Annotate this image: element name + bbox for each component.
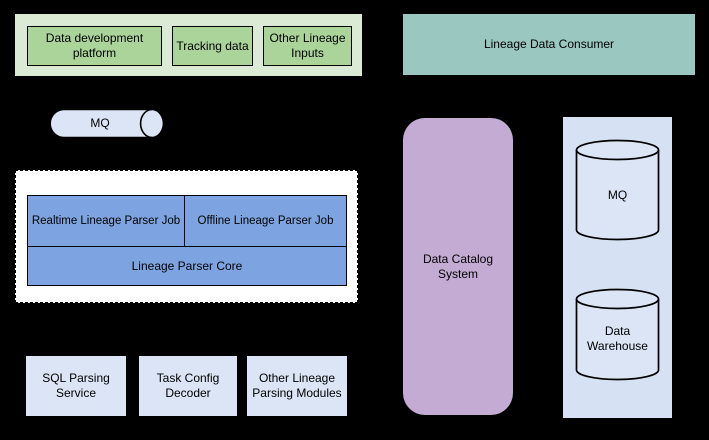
node-label: MQ	[90, 116, 110, 130]
node-label: Data development platform	[45, 31, 144, 60]
node-data-catalog-system: Data Catalog System	[403, 118, 513, 415]
node-label: Data Warehouse	[587, 324, 648, 353]
node-input-mq: MQ	[48, 108, 166, 139]
node-lineage-parser-core: Lineage Parser Core	[28, 246, 346, 285]
node-offline-lineage-parser-job: Offline Lineage Parser Job	[185, 196, 346, 246]
node-label: Lineage Parser Core	[131, 259, 243, 273]
node-other-lineage-inputs: Other Lineage Inputs	[263, 26, 352, 66]
storage-panel: MQ Data Warehouse	[563, 117, 672, 418]
node-other-lineage-parsing-modules: Other Lineage Parsing Modules	[247, 356, 347, 416]
node-label: Lineage Data Consumer	[483, 37, 615, 51]
node-sql-parsing-service: SQL Parsing Service	[26, 356, 126, 416]
lineage-parser-group: Realtime Lineage Parser Job Offline Line…	[15, 170, 358, 303]
database-cylinder-icon	[575, 139, 660, 241]
node-label: Data Catalog System	[422, 251, 494, 281]
lineage-inputs-panel: Data development platform Tracking data …	[15, 14, 362, 76]
parser-table: Realtime Lineage Parser Job Offline Line…	[27, 195, 347, 286]
database-cylinder-icon	[575, 288, 660, 381]
node-label: Offline Lineage Parser Job	[197, 215, 334, 227]
node-task-config-decoder: Task Config Decoder	[139, 356, 237, 416]
node-label: Realtime Lineage Parser Job	[31, 215, 181, 227]
node-label: Other Lineage Parsing Modules	[252, 371, 342, 400]
node-data-warehouse: Data Warehouse	[575, 288, 660, 381]
node-label: MQ	[607, 187, 628, 202]
pipe-cylinder-icon	[49, 108, 165, 139]
node-label: Other Lineage Inputs	[269, 31, 346, 60]
node-tracking-data: Tracking data	[172, 26, 253, 66]
parser-jobs-row: Realtime Lineage Parser Job Offline Line…	[28, 196, 346, 246]
node-lineage-data-consumer: Lineage Data Consumer	[403, 14, 695, 75]
node-label: SQL Parsing Service	[42, 371, 110, 400]
node-realtime-lineage-parser-job: Realtime Lineage Parser Job	[28, 196, 185, 246]
node-label: Tracking data	[176, 38, 249, 53]
node-label: Task Config Decoder	[156, 371, 220, 400]
node-storage-mq: MQ	[575, 139, 660, 241]
node-data-development-platform: Data development platform	[27, 26, 162, 66]
